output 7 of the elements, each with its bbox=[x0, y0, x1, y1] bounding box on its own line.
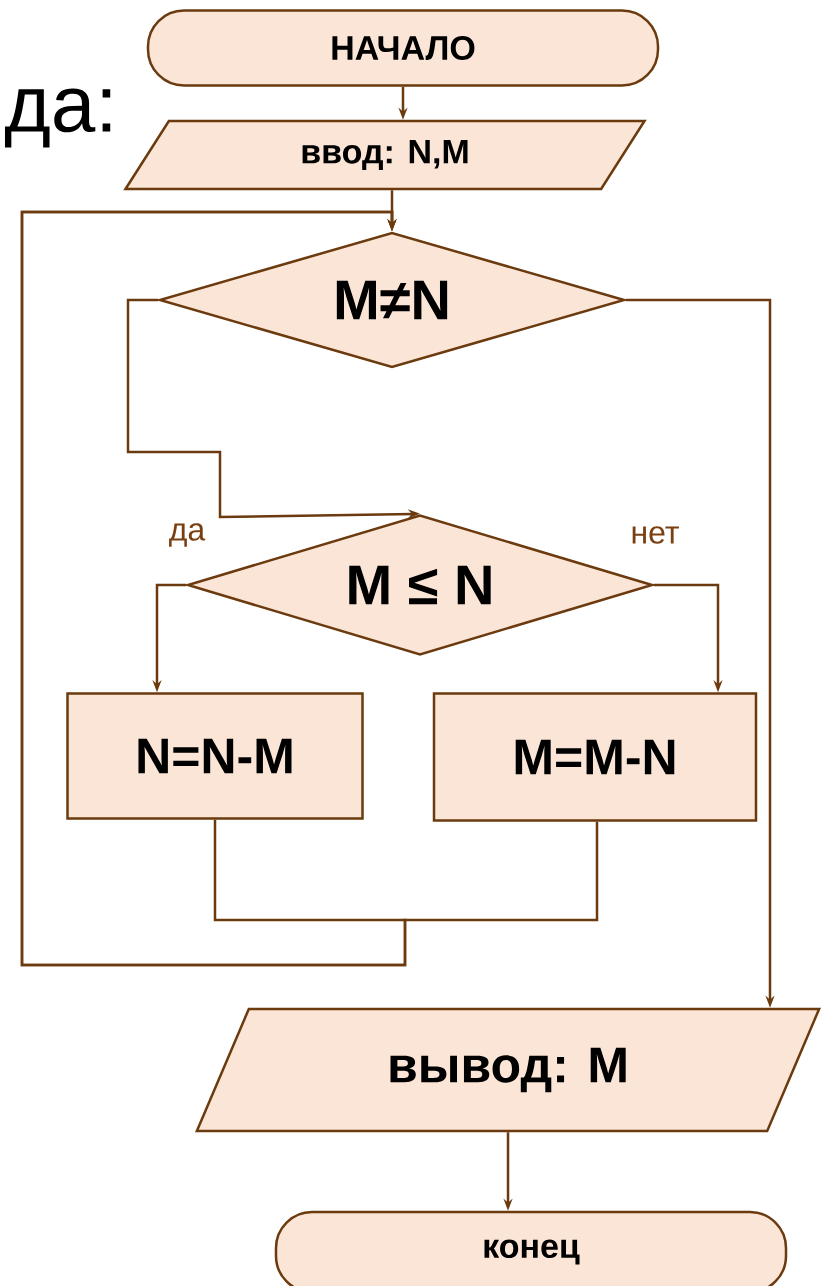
io-parallelogram: вывод: M bbox=[195, 1007, 822, 1133]
terminal-box: НАЧАЛО bbox=[146, 9, 660, 87]
arrow bbox=[20, 210, 599, 967]
terminal-box: конец bbox=[274, 1210, 788, 1286]
process-box: M=M-N bbox=[432, 692, 758, 822]
heading-text: да: bbox=[5, 88, 111, 148]
process-box: N=N-M bbox=[66, 692, 364, 820]
